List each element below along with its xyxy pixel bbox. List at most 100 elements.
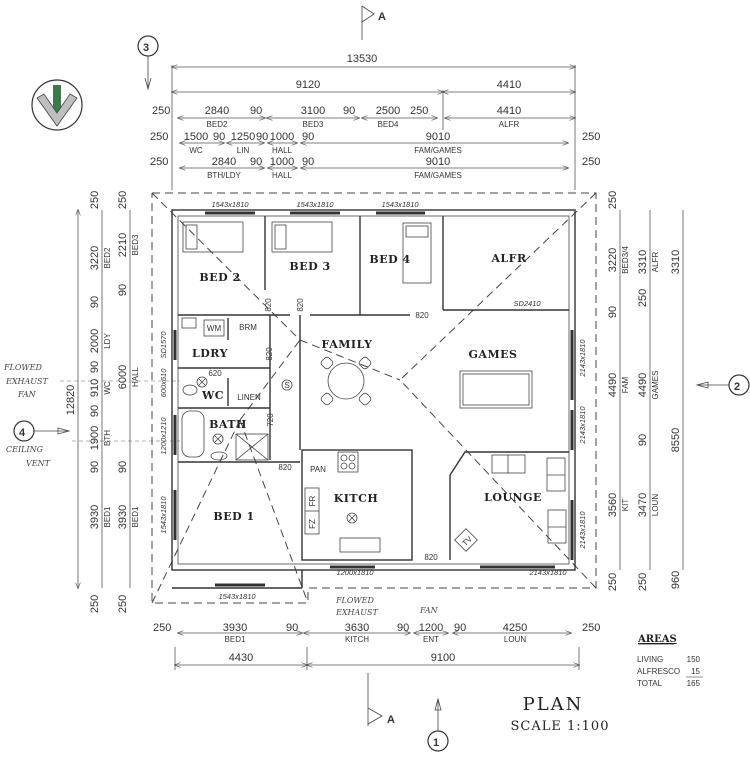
svg-text:960: 960 bbox=[670, 571, 682, 589]
svg-text:90: 90 bbox=[286, 622, 298, 634]
svg-text:250: 250 bbox=[582, 622, 600, 634]
freezer-label: FZ bbox=[308, 519, 317, 529]
note-exhaust-fan-bottom: FLOWED EXHAUST FAN bbox=[335, 596, 439, 617]
svg-text:13530: 13530 bbox=[347, 53, 378, 65]
window-bath: 1200x1210 bbox=[159, 417, 168, 455]
door-entry: 820 bbox=[424, 553, 438, 562]
svg-text:90: 90 bbox=[637, 434, 649, 446]
svg-text:3930: 3930 bbox=[89, 505, 101, 529]
svg-text:250: 250 bbox=[117, 595, 129, 613]
room-linen: LINEN bbox=[237, 393, 261, 402]
bottom-dimensions: 250 3930 BED1 90 3630 KITCH 90 1200 ENT … bbox=[153, 622, 600, 670]
svg-text:3930: 3930 bbox=[223, 622, 247, 634]
room-kitch: KITCH bbox=[334, 492, 379, 505]
svg-text:1200: 1200 bbox=[419, 622, 443, 634]
roof-outline bbox=[151, 192, 597, 604]
svg-text:250: 250 bbox=[607, 191, 619, 209]
svg-text:EXHAUST: EXHAUST bbox=[5, 377, 49, 386]
svg-text:LOUN: LOUN bbox=[651, 494, 660, 516]
svg-text:HALL: HALL bbox=[131, 366, 140, 387]
svg-text:CEILING: CEILING bbox=[6, 445, 44, 454]
svg-text:4410: 4410 bbox=[497, 79, 521, 91]
svg-text:90: 90 bbox=[607, 306, 619, 318]
windows bbox=[173, 211, 574, 587]
door-bed3: 820 bbox=[296, 298, 305, 312]
svg-text:2500: 2500 bbox=[376, 105, 400, 117]
north-arrow-icon bbox=[31, 79, 83, 131]
svg-text:9120: 9120 bbox=[296, 79, 320, 91]
svg-text:910: 910 bbox=[89, 379, 101, 397]
svg-text:250: 250 bbox=[150, 131, 168, 143]
smoke-detector-icon bbox=[281, 379, 293, 391]
svg-text:250: 250 bbox=[152, 105, 170, 117]
svg-text:9010: 9010 bbox=[426, 156, 450, 168]
door-bed1: 820 bbox=[278, 463, 292, 472]
room-brm: BRM bbox=[239, 323, 257, 332]
svg-text:HALL: HALL bbox=[272, 171, 293, 180]
marker-4: 4 bbox=[13, 420, 71, 442]
bath-fixtures bbox=[181, 317, 293, 461]
svg-text:90: 90 bbox=[89, 296, 101, 308]
window-bed3: 1543x1810 bbox=[296, 200, 334, 209]
smoke-detector-label: S bbox=[284, 381, 289, 390]
door-bed2: 820 bbox=[264, 298, 273, 312]
window-games-1: 2143x1810 bbox=[578, 339, 587, 378]
svg-text:3310: 3310 bbox=[670, 250, 682, 274]
window-games-2: 2143x1810 bbox=[578, 406, 587, 445]
svg-text:FLOWED: FLOWED bbox=[3, 363, 42, 372]
room-games: GAMES bbox=[469, 348, 518, 361]
svg-text:250: 250 bbox=[582, 156, 600, 168]
room-bath: BATH bbox=[209, 418, 247, 431]
svg-text:2: 2 bbox=[734, 381, 740, 393]
areas-label: TOTAL bbox=[637, 679, 663, 688]
svg-text:2000: 2000 bbox=[89, 329, 101, 353]
door-alfr: SD2410 bbox=[513, 299, 541, 308]
svg-text:3220: 3220 bbox=[89, 246, 101, 270]
room-alfr: ALFR bbox=[490, 252, 527, 265]
room-bed2: BED 2 bbox=[199, 271, 240, 284]
svg-text:LDY: LDY bbox=[103, 333, 112, 349]
areas-value: 150 bbox=[687, 655, 701, 664]
pool-table-icon bbox=[459, 370, 533, 409]
svg-text:3470: 3470 bbox=[637, 493, 649, 517]
svg-text:90: 90 bbox=[89, 361, 101, 373]
svg-text:LOUN: LOUN bbox=[504, 635, 526, 644]
svg-text:WC: WC bbox=[189, 146, 203, 155]
svg-text:BED1: BED1 bbox=[225, 635, 246, 644]
svg-text:9100: 9100 bbox=[431, 652, 455, 664]
room-family: FAMILY bbox=[322, 338, 373, 351]
room-ldry: LDRY bbox=[192, 347, 228, 360]
svg-text:BED3: BED3 bbox=[131, 234, 140, 255]
svg-text:3100: 3100 bbox=[301, 105, 325, 117]
note-ceiling-vent: CEILING VENT bbox=[6, 440, 180, 468]
svg-text:BTH/LDY: BTH/LDY bbox=[207, 171, 241, 180]
svg-text:250: 250 bbox=[582, 131, 600, 143]
svg-text:90: 90 bbox=[117, 461, 129, 473]
svg-text:4430: 4430 bbox=[229, 652, 253, 664]
svg-text:90: 90 bbox=[117, 284, 129, 296]
svg-text:KIT: KIT bbox=[621, 499, 630, 512]
svg-text:FAN: FAN bbox=[419, 606, 439, 615]
svg-text:BED2: BED2 bbox=[103, 247, 112, 268]
areas-value: 15 bbox=[691, 667, 700, 676]
areas-label: ALFRESCO bbox=[637, 667, 680, 676]
svg-text:250: 250 bbox=[89, 191, 101, 209]
svg-text:3930: 3930 bbox=[117, 505, 129, 529]
room-lounge: LOUNGE bbox=[484, 491, 542, 504]
plan-title: PLAN bbox=[523, 694, 584, 715]
window-bed1-side: 1543x1810 bbox=[159, 496, 168, 534]
window-bed2: 1543x1810 bbox=[211, 200, 249, 209]
svg-text:90: 90 bbox=[302, 156, 314, 168]
room-bed3: BED 3 bbox=[289, 260, 330, 273]
svg-text:90: 90 bbox=[397, 622, 409, 634]
svg-text:FAN: FAN bbox=[17, 390, 37, 399]
svg-text:ENT: ENT bbox=[423, 635, 439, 644]
room-wc: WC bbox=[201, 389, 224, 402]
marker-2: 2 bbox=[695, 374, 750, 396]
svg-text:90: 90 bbox=[89, 405, 101, 417]
svg-text:FAM/GAMES: FAM/GAMES bbox=[414, 146, 462, 155]
note-exhaust-fan-left: FLOWED EXHAUST FAN bbox=[3, 363, 180, 399]
svg-text:2840: 2840 bbox=[205, 105, 229, 117]
svg-text:250: 250 bbox=[117, 191, 129, 209]
